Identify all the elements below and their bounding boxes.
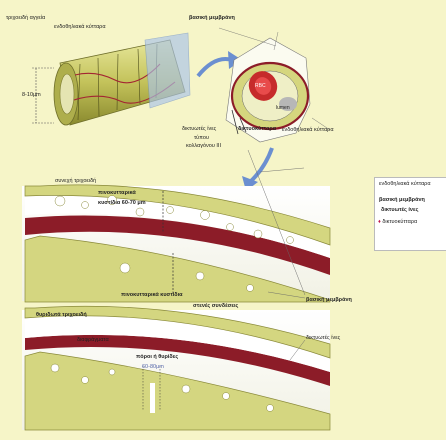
label-pericytes: δικτυοκύτταρα: [238, 127, 276, 133]
label-reticular-fibers: δικτυωτές ίνες: [182, 127, 216, 133]
label-fenestrated: θυριδωτά τριχοειδή: [36, 313, 87, 319]
label-capillary: τριχοειδή αγγεία: [6, 16, 45, 22]
label-basement-top: βασική μεμβράνη: [189, 16, 235, 22]
basement-panel: [145, 33, 190, 108]
label-pinocytotic-2: πινοκυτταρικά κυστίδια: [121, 293, 183, 299]
continuous-panel: [22, 185, 330, 302]
label-pore-size: 60-80μm: [142, 365, 164, 371]
label-diaphragm: διαφράγματα: [77, 338, 109, 344]
label-pore: πόροι ή θυρίδες: [136, 355, 178, 361]
label-continuous: συνεχή τριχοειδή: [55, 179, 96, 185]
fenestrated-panel: [22, 306, 330, 430]
label-basement-mid: βασική μεμβράνη: [306, 298, 352, 304]
legend-box: ενδοθηλιακά κύτταρα βασική μεμβράνη δικτ…: [374, 177, 446, 251]
label-tight-junctions: στενές συνδέσεις: [193, 304, 238, 310]
legend-title: ενδοθηλιακά κύτταρα: [379, 182, 431, 188]
label-collagen: τύπου: [194, 136, 209, 142]
label-diameter: 8-10μm: [22, 93, 41, 99]
label-lumen: lumen: [276, 106, 290, 111]
label-pinocytotic: πινοκυτταρικά: [98, 191, 136, 197]
label-endothelial-cells: ενδοθηλιακά κύτταρα: [282, 128, 334, 134]
legend-line-3: ♦ δικτυοκύτταρα: [378, 220, 417, 226]
zoom-arrow-mid: [242, 148, 272, 191]
label-rbc: RBC: [255, 84, 266, 89]
label-endothelial-top: ενδοθηλιακά κύτταρα: [54, 25, 106, 31]
legend-line-2: δικτυωτές ίνες: [381, 208, 418, 214]
legend-line-1: βασική μεμβράνη: [379, 198, 425, 204]
label-collagen-2: κολλαγόνου III: [186, 144, 221, 150]
label-vesicles: κυστίδια 60-70 μm: [98, 201, 146, 207]
label-reticular-bottom: δικτυωτές ίνες: [306, 336, 340, 342]
legend-line-3-text: δικτυοκύτταρα: [382, 219, 417, 225]
